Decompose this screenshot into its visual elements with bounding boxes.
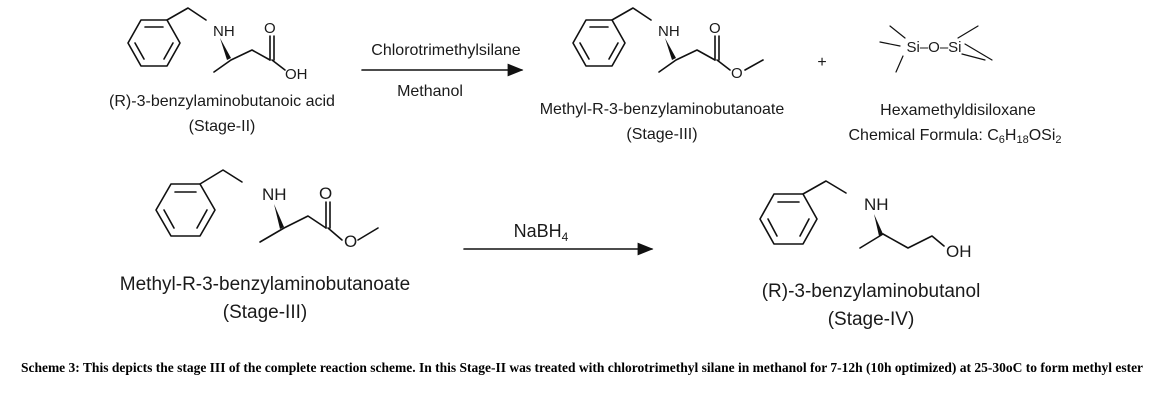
atom-o-carbonyl: O [319, 184, 332, 203]
atom-nh: NH [213, 23, 235, 40]
product-structure-alcohol: NH OH [759, 180, 972, 261]
product-stage: (Stage-III) [626, 126, 697, 143]
benzene-ring [155, 183, 216, 237]
atom-nh: NH [262, 185, 287, 204]
carbonyl-bond [269, 35, 275, 61]
atom-oh: OH [285, 66, 308, 83]
product-structure-ester: NH O O [572, 7, 764, 82]
row2-product-stage: (Stage-IV) [828, 309, 915, 330]
atom-nh: NH [864, 195, 889, 214]
reactant-stage: (Stage-II) [189, 118, 256, 135]
byproduct-formula: Chemical Formula: C6H18OSi2 [849, 127, 1062, 146]
stereo-wedge [220, 38, 231, 60]
atom-o: O [264, 20, 276, 37]
stereo-wedge [274, 204, 284, 229]
reagent-top-label: Chlorotrimethylsilane [371, 42, 520, 59]
reagent-bottom-label: Methanol [397, 83, 463, 100]
siloxane-core-label: Si–O–Si [906, 39, 961, 56]
stereo-wedge [665, 38, 676, 60]
atom-o-ester: O [344, 232, 357, 251]
byproduct-name: Hexamethyldisiloxane [880, 102, 1036, 119]
atom-o-ester: O [731, 65, 743, 82]
backbone-bonds [213, 49, 271, 73]
atom-oh: OH [946, 242, 972, 261]
row2-reactant-stage: (Stage-III) [223, 302, 307, 323]
row2-product-name: (R)-3-benzylaminobutanol [762, 281, 981, 302]
reactant-name: (R)-3-benzylaminobutanoic acid [109, 93, 335, 110]
bond-ch2 [166, 7, 207, 21]
benzene-ring [759, 193, 818, 245]
scheme-caption: Scheme 3: This depicts the stage III of … [20, 360, 1144, 375]
benzene-ring [572, 19, 626, 67]
reagent-nabh4: NaBH4 [514, 221, 569, 244]
byproduct-structure-disiloxane: Si–O–Si [879, 25, 993, 73]
atom-nh: NH [658, 23, 680, 40]
product-name: Methyl-R-3-benzylaminobutanoate [540, 101, 785, 118]
benzene-ring [127, 19, 181, 67]
methyl-bonds [879, 25, 993, 73]
reactant-structure-ester-row2: NH O O [155, 169, 379, 251]
reactant-structure-acid: NH O OH [127, 7, 308, 83]
atom-o-carbonyl: O [709, 20, 721, 37]
stereo-wedge [874, 214, 883, 236]
row2-reactant-name: Methyl-R-3-benzylaminobutanoate [120, 274, 410, 295]
plus-sign: + [817, 54, 826, 71]
